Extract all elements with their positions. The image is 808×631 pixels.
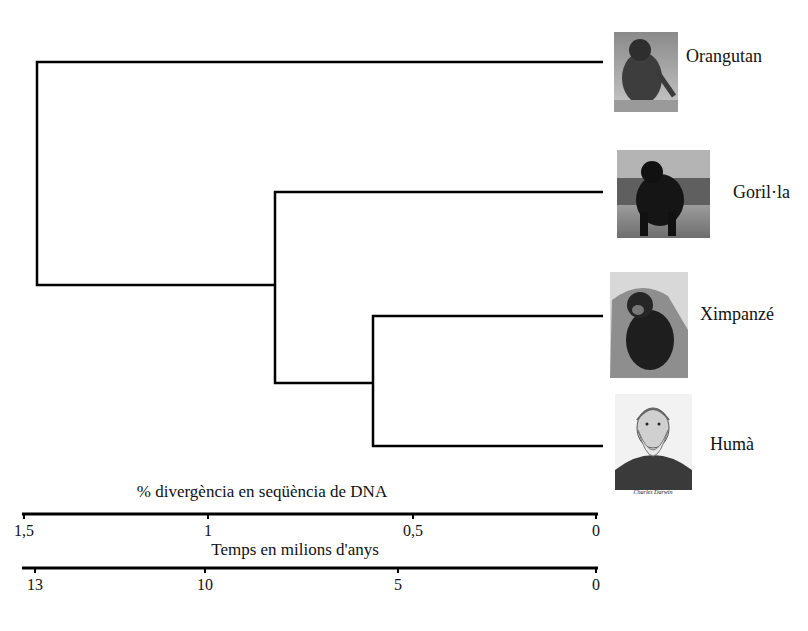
species-name: Goril·la: [733, 182, 790, 204]
species-node: Ximpanzé: [610, 272, 688, 378]
tick-label: 1: [204, 521, 212, 540]
species-node: Orangutan: [614, 32, 678, 112]
species-name: Ximpanzé: [700, 304, 774, 326]
axis-title: % divergència en seqüència de DNA: [137, 482, 387, 502]
tick-label: 10: [197, 575, 213, 594]
chimpanzee-photo: [610, 272, 688, 378]
human-photo: [615, 394, 692, 490]
tick-label: 0: [592, 521, 600, 540]
axis-lines: [22, 514, 598, 573]
axis-title: Temps en milions d'anys: [211, 540, 379, 560]
species-node: Goril·la: [617, 150, 710, 238]
photo-caption: Charles Darwin: [634, 489, 673, 496]
orangutan-photo: [614, 32, 678, 112]
tree-branches: [37, 62, 603, 446]
tick-label: 5: [394, 575, 402, 594]
tick-label: 1,5: [14, 521, 34, 540]
species-node: Humà: [615, 394, 692, 496]
species-name: Orangutan: [686, 46, 762, 68]
tick-label: 0: [592, 575, 600, 594]
species-name: Humà: [710, 434, 754, 456]
tick-label: 13: [27, 575, 43, 594]
gorilla-photo: [617, 150, 710, 238]
tick-label: 0,5: [403, 521, 423, 540]
